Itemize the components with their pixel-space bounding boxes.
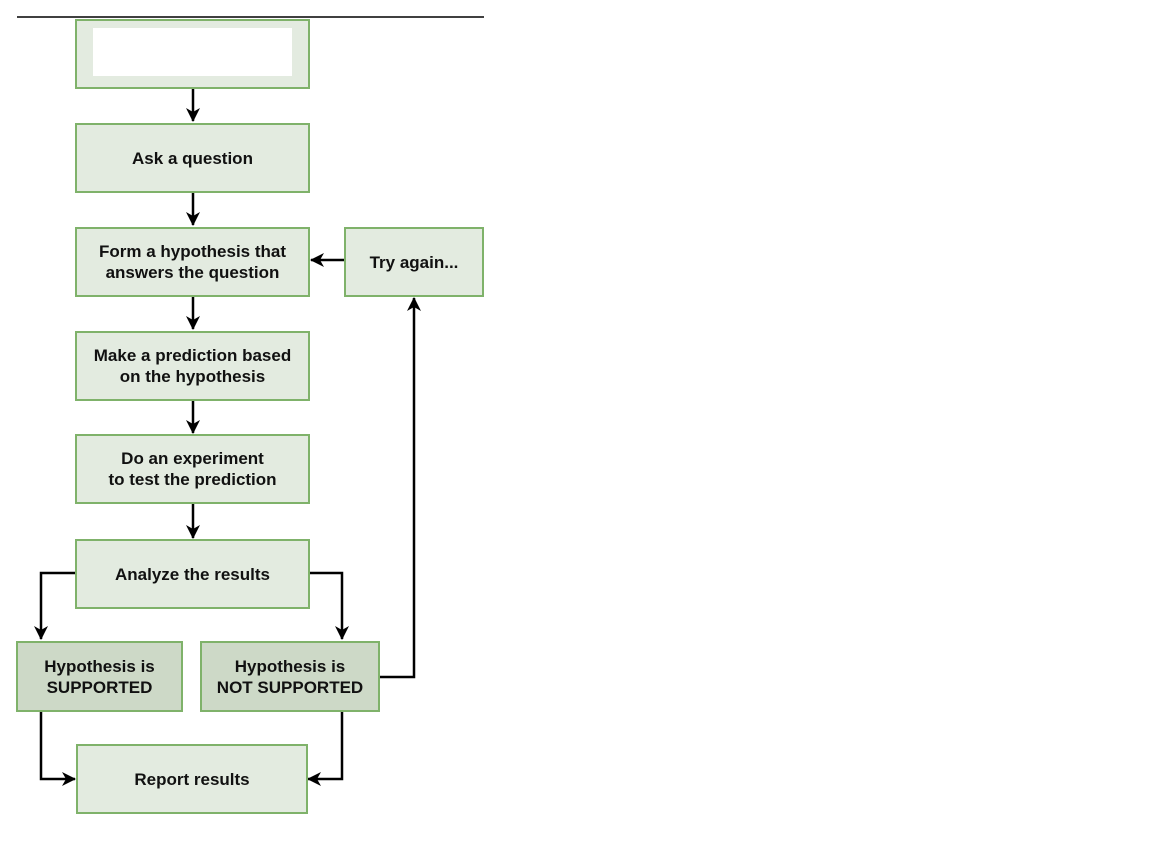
analyze-results-box: Analyze the results [75, 539, 310, 609]
hypothesis-supported-box: Hypothesis is SUPPORTED [16, 641, 183, 712]
experiment-box: Do an experiment to test the prediction [75, 434, 310, 504]
observation-box [75, 19, 310, 89]
ask-question-label: Ask a question [132, 148, 253, 168]
hypothesis-not-supported-box: Hypothesis is NOT SUPPORTED [200, 641, 380, 712]
arrow-supported-to-report [39, 711, 76, 786]
hypothesis-supported-label: Hypothesis is SUPPORTED [44, 656, 155, 697]
arrow-analyze-to-supported [34, 571, 76, 640]
observation-blank [93, 28, 292, 76]
prediction-box: Make a prediction based on the hypothesi… [75, 331, 310, 401]
experiment-label: Do an experiment to test the prediction [108, 449, 277, 489]
arrow-not-supported-to-try-again [379, 297, 421, 679]
ask-question-box: Ask a question [75, 123, 310, 193]
arrow-not-supported-to-report [307, 711, 344, 786]
hypothesis-label: Form a hypothesis that answers the quest… [98, 242, 287, 282]
try-again-box: Try again... [344, 227, 484, 297]
try-again-label: Try again... [369, 252, 459, 272]
prediction-label: Make a prediction based on the hypothesi… [93, 346, 292, 386]
arrow-analyze-to-not-supported [309, 571, 349, 640]
report-results-box: Report results [76, 744, 308, 814]
hypothesis-box: Form a hypothesis that answers the quest… [75, 227, 310, 297]
hypothesis-not-supported-label: Hypothesis is NOT SUPPORTED [216, 656, 364, 697]
analyze-results-label: Analyze the results [115, 564, 270, 584]
report-results-label: Report results [134, 769, 250, 789]
